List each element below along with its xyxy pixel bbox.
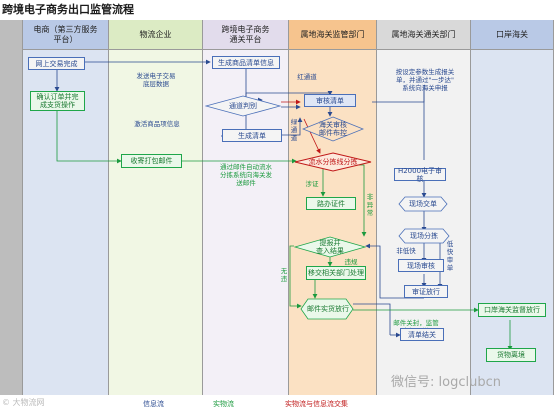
node-generate-info: 生成商品清单信息 xyxy=(212,56,280,69)
note-green-channel: 绿通道 xyxy=(290,118,298,142)
legend-info-flow: 信息流 xyxy=(143,400,164,408)
note-activate-info: 激活商品项信息 xyxy=(134,120,180,128)
node-h2000-review: H2000电子审核 xyxy=(394,167,446,183)
legend-intersection: 实物流与信息流交集 xyxy=(285,400,348,408)
lane-header-platform: 跨境电子商务通关平台 xyxy=(202,20,288,50)
node-online-deal: 网上交易完成 xyxy=(28,57,85,70)
node-declare-detain-shape xyxy=(294,236,366,258)
page-title: 跨境电子商务出口监管流程 xyxy=(2,3,134,16)
node-goods-exit: 货物离境 xyxy=(486,348,536,362)
note-non-abnormal: 非异常 xyxy=(366,193,374,217)
note-declare-tip: 按设定参数生成报关单，并通过"一步达"系统向海关申报 xyxy=(395,68,455,92)
note-no-violation: 无违 xyxy=(280,267,288,283)
lane-ecommerce xyxy=(22,20,108,395)
node-declare-detain: 提报并查入结果 xyxy=(316,239,344,255)
node-channel-judge-shape xyxy=(205,95,281,117)
lane-header-ecommerce: 电商（第三方服务平台） xyxy=(22,20,108,50)
node-generate-list: 生成清单 xyxy=(222,129,282,142)
note-send-data: 发送电子交易底层数据 xyxy=(136,72,176,88)
note-violation: 违规 xyxy=(344,258,358,266)
note-low-quiz: 低快审单 xyxy=(446,240,454,272)
note-red-channel: 红通道 xyxy=(297,73,317,81)
node-channel-judge: 通道判别 xyxy=(229,102,257,110)
node-real-release-shape xyxy=(300,298,354,320)
node-review-list: 审核清单 xyxy=(304,94,356,107)
node-receive-pack: 收寄打包邮件 xyxy=(121,154,182,168)
node-port-release: 口岸海关监督放行 xyxy=(478,303,546,317)
node-track-doc: 路办证件 xyxy=(306,197,356,210)
lane-header-logistics: 物流企业 xyxy=(108,20,202,50)
node-real-release: 邮件实货放行 xyxy=(307,305,349,313)
node-route-split: 流水分拣线分拣 xyxy=(308,158,358,166)
node-site-exam-shape xyxy=(398,196,448,212)
note-non-quiz: 非低快 xyxy=(396,247,416,255)
legend-physical-flow: 实物流 xyxy=(213,400,234,408)
lane-platform xyxy=(202,20,288,395)
node-site-exam: 现场交单 xyxy=(409,200,437,208)
lane-header-clearance: 属地海关通关部门 xyxy=(376,20,470,50)
node-site-review: 现场审核 xyxy=(398,259,444,272)
node-confirm-order: 确认订单并完成支货操作 xyxy=(30,91,85,111)
node-ht-control-shape xyxy=(302,116,364,142)
node-site-split: 现场分拣 xyxy=(410,232,438,240)
lane-header-supervision: 属地海关监管部门 xyxy=(288,20,376,50)
note-auto-split: 通过邮件自动流水分拣系统向海关发送邮件 xyxy=(220,163,272,187)
node-site-split-shape xyxy=(398,228,450,244)
corner-watermark: © 大物流网 xyxy=(2,398,45,407)
node-ht-control: 海关审核邮件布控 xyxy=(319,121,347,137)
node-review-release: 审证放行 xyxy=(404,285,448,298)
lane-header-port: 口岸海关 xyxy=(470,20,554,50)
note-abnormal: 涉证 xyxy=(305,180,319,188)
node-transfer-dept: 移交相关部门处理 xyxy=(306,266,366,280)
node-list-close: 清单结关 xyxy=(400,328,444,341)
wechat-watermark: 微信号: logclubcn xyxy=(391,375,501,390)
lane-logistics xyxy=(108,20,202,395)
node-route-split-shape xyxy=(294,152,372,172)
left-rail xyxy=(0,20,22,395)
